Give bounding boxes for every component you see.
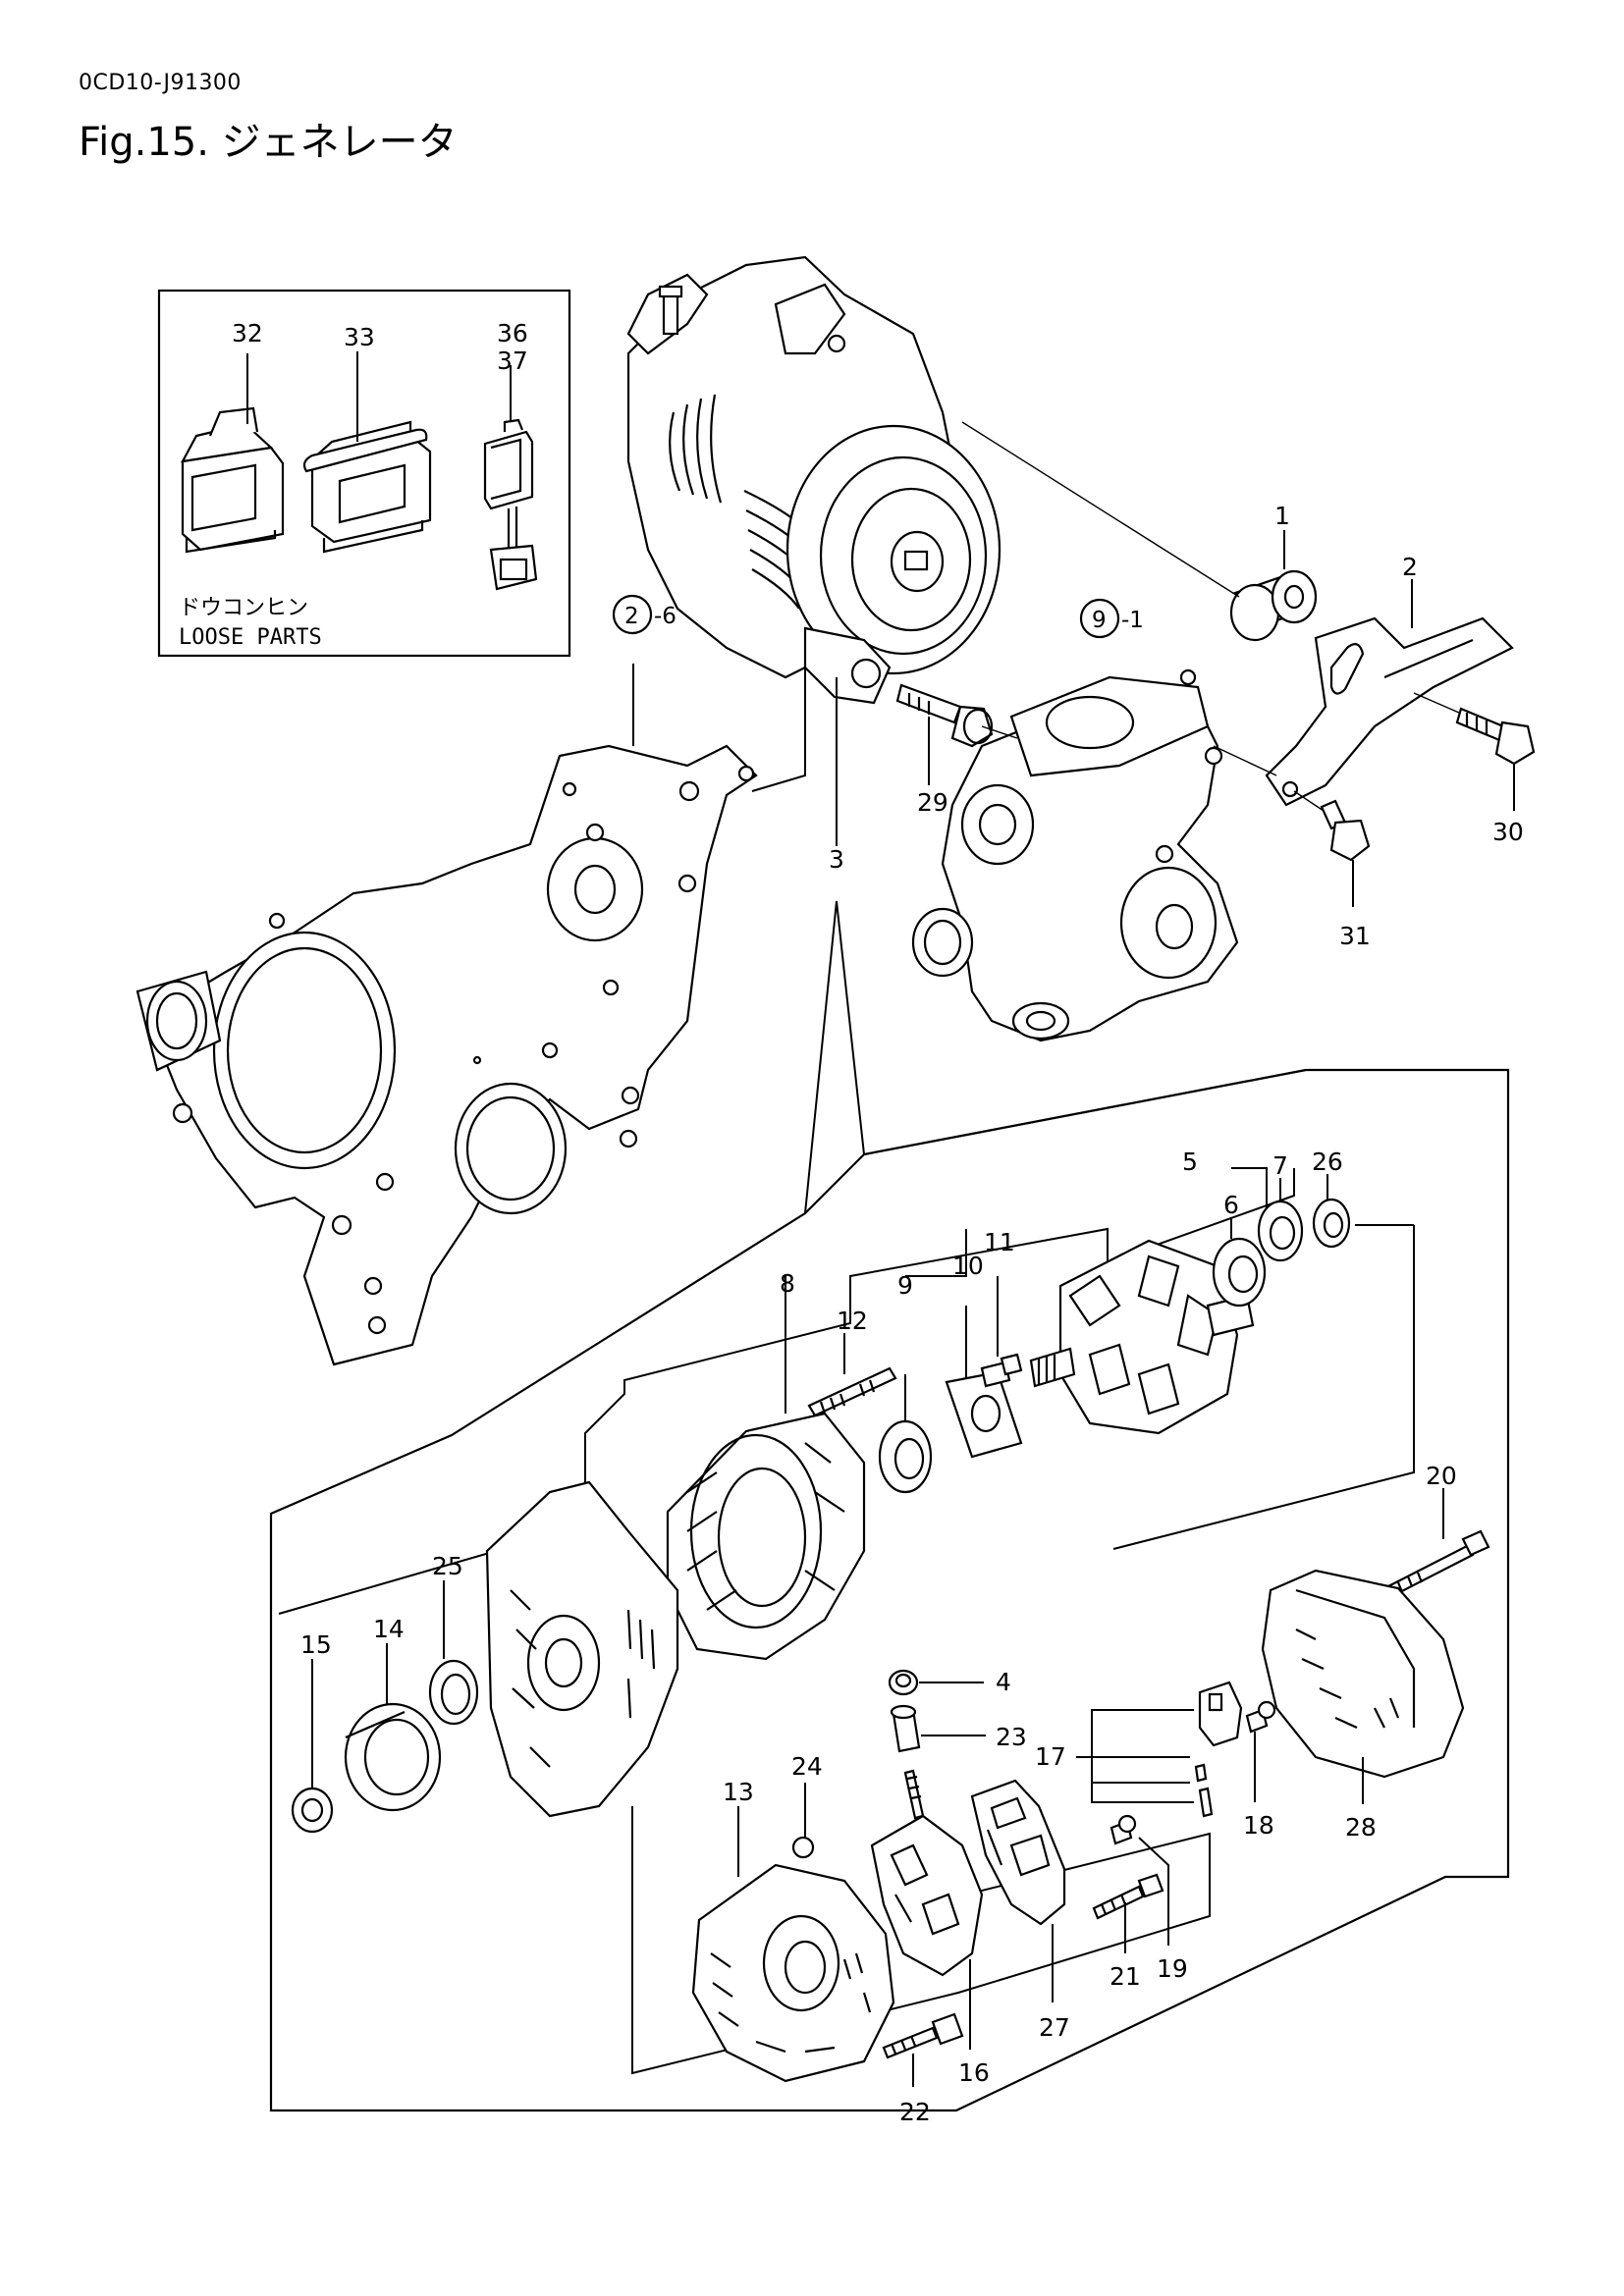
callout-7: 7 <box>1272 1151 1288 1180</box>
callout-26: 26 <box>1312 1148 1343 1176</box>
callout-20: 20 <box>1426 1462 1457 1490</box>
part-8-stator <box>666 1276 866 1661</box>
part-1-spacer <box>1229 530 1318 642</box>
inner-lower-frame <box>631 1806 1211 2075</box>
part-29-bolt <box>895 683 994 785</box>
callout-23: 23 <box>996 1723 1027 1751</box>
part-18-screw <box>1245 1700 1276 1802</box>
callout-5: 5 <box>1182 1148 1198 1176</box>
leader-30 <box>1413 692 1460 714</box>
callout-3: 3 <box>829 845 844 874</box>
part-22-bolt <box>882 2012 964 2087</box>
part-13-rear-frame <box>691 1806 895 2083</box>
leader-2-6 <box>751 667 806 792</box>
part-36-37-sensor <box>483 365 538 591</box>
callout-22: 22 <box>899 2098 931 2126</box>
part-19-screw <box>1110 1814 1169 1946</box>
part-15-nut <box>291 1659 334 1834</box>
part-17-brush-holder <box>1076 1681 1243 1818</box>
part-32-relay <box>180 353 285 554</box>
callout-11: 11 <box>984 1228 1015 1256</box>
part-6-bearing <box>1212 1217 1267 1308</box>
callout-9-1-circle-number: 9 <box>1092 608 1107 633</box>
loose-parts-label-en: LOOSE PARTS <box>179 625 322 650</box>
part-4-nut <box>888 1669 984 1696</box>
part-9-bearing <box>878 1374 933 1494</box>
part-20-bolt <box>1386 1488 1490 1598</box>
leader-alt-to-spacer <box>961 421 1240 598</box>
inner-leader-5 <box>1231 1167 1268 1217</box>
callout-25: 25 <box>432 1552 463 1580</box>
callout-13: 13 <box>723 1778 754 1806</box>
callout-9-1-suffix: -1 <box>1121 608 1144 633</box>
part-21-bolt <box>1092 1873 1164 1953</box>
callout-18: 18 <box>1243 1811 1274 1840</box>
callout-2: 2 <box>1402 553 1418 581</box>
figure-title: Fig.15. ジェネレータ <box>79 120 458 165</box>
callout-21: 21 <box>1110 1962 1141 1991</box>
callout-12: 12 <box>837 1307 868 1335</box>
part-10-retainer-plate <box>945 1306 1023 1459</box>
part-2-bracket <box>1265 579 1514 807</box>
callout-9-1: 9 -1 <box>1079 598 1144 639</box>
alternator-assembly <box>626 255 1001 705</box>
callout-1: 1 <box>1274 502 1290 530</box>
part-14-pulley <box>344 1643 442 1812</box>
callout-6: 6 <box>1223 1191 1239 1219</box>
inner-leader-9-10 <box>905 1229 967 1277</box>
leader-pump-to-bracket <box>1213 745 1277 776</box>
callout-32: 32 <box>232 319 263 347</box>
callout-24: 24 <box>791 1752 823 1781</box>
callout-37: 37 <box>497 347 528 375</box>
inner-leader-right <box>1112 1225 1415 1550</box>
leader-3-fan <box>804 900 865 1214</box>
part-7-washer <box>1257 1178 1304 1262</box>
callout-15: 15 <box>300 1630 332 1659</box>
part-26-washer <box>1312 1174 1351 1249</box>
part-25-bearing <box>428 1580 479 1726</box>
water-pump <box>911 668 1239 1042</box>
part-27-regulator <box>970 1779 1066 2002</box>
callout-2-6-circle-number: 2 <box>624 604 639 629</box>
part-5-rotor <box>1029 1239 1255 1435</box>
callout-28: 28 <box>1345 1813 1377 1842</box>
document-code: 0CD10-J91300 <box>79 71 242 95</box>
callout-29: 29 <box>917 788 948 817</box>
callout-33: 33 <box>344 323 375 351</box>
callout-4: 4 <box>996 1668 1011 1696</box>
callout-2-6-suffix: -6 <box>654 604 677 629</box>
part-11-screw <box>980 1276 1023 1388</box>
callout-30: 30 <box>1492 818 1524 846</box>
callout-17: 17 <box>1035 1742 1066 1771</box>
callout-2-6: 2 -6 <box>612 594 677 635</box>
part-30-bolt <box>1455 707 1536 811</box>
callout-8: 8 <box>780 1269 795 1298</box>
part-23-insulator <box>890 1704 986 1753</box>
callout-10: 10 <box>952 1252 984 1280</box>
gear-case <box>135 744 758 1366</box>
callout-27: 27 <box>1039 2013 1070 2042</box>
loose-parts-label-jp: ドウコンヒン <box>179 596 308 620</box>
callout-31: 31 <box>1339 922 1371 950</box>
part-28-rear-cover <box>1261 1569 1465 1804</box>
part-33-relay-bracket <box>302 351 432 554</box>
part-12-stud <box>807 1333 897 1417</box>
callout-14: 14 <box>373 1615 405 1643</box>
leader-29 <box>981 725 1018 739</box>
part-24-nut <box>791 1783 815 1859</box>
front-housing <box>485 1480 679 1818</box>
callout-19: 19 <box>1157 1954 1188 1983</box>
callout-36: 36 <box>497 319 528 347</box>
callout-16: 16 <box>958 2058 990 2087</box>
part-31-bolt <box>1320 799 1371 907</box>
frame-top-edge <box>863 1069 1307 1155</box>
part-16-rectifier <box>870 1769 984 2050</box>
inner-leader-stepped <box>584 1168 1295 1502</box>
callout-9: 9 <box>897 1271 913 1300</box>
leader-31 <box>1293 790 1325 812</box>
loose-parts-box: 32 33 36 37 ドウコンヒン LOOSE PARTS <box>157 289 571 658</box>
